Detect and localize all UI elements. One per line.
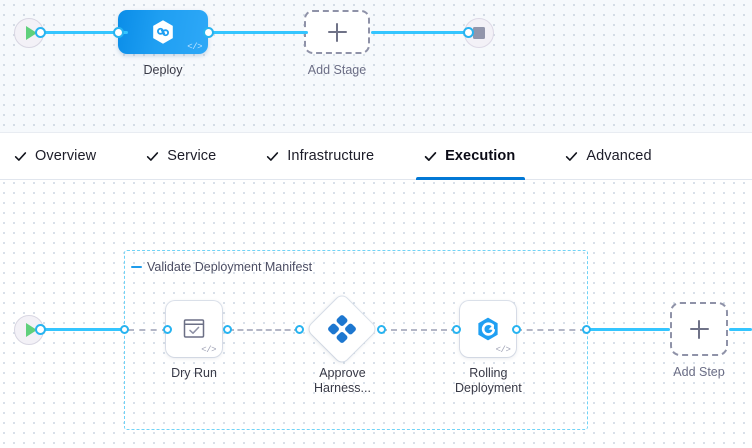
group-entry-port[interactable] bbox=[120, 325, 129, 334]
check-icon bbox=[424, 150, 437, 163]
rolling-deployment-code-badge[interactable]: </> bbox=[495, 345, 511, 355]
step-node-dry-run[interactable]: </> Dry Run bbox=[166, 301, 222, 381]
tab-overview-label: Overview bbox=[35, 148, 97, 164]
link-addstep-outgoing bbox=[729, 328, 752, 331]
approve-harness-label: Approve Harness... bbox=[314, 366, 371, 395]
link-group-to-addstep bbox=[588, 328, 670, 331]
stage-graph-canvas[interactable]: </> Deploy Add Stage bbox=[0, 0, 752, 132]
harness-approval-diamond-icon bbox=[328, 315, 357, 343]
play-icon bbox=[25, 323, 37, 337]
stage-node-deploy[interactable]: </> Deploy bbox=[118, 10, 208, 78]
pipeline-start-node[interactable] bbox=[14, 18, 44, 48]
link-approve-to-rolling bbox=[381, 329, 457, 331]
add-step-box[interactable] bbox=[670, 302, 728, 356]
step-group-header[interactable]: Validate Deployment Manifest bbox=[131, 260, 312, 274]
add-step-label: Add Step bbox=[673, 365, 725, 379]
collapse-dash-icon[interactable] bbox=[131, 265, 142, 269]
tab-overview[interactable]: Overview bbox=[14, 133, 118, 179]
rolling-deployment-label: Rolling Deployment bbox=[455, 366, 522, 395]
rolling-output-port[interactable] bbox=[512, 325, 521, 334]
link-start-to-group bbox=[36, 328, 125, 331]
start-output-port[interactable] bbox=[35, 27, 46, 38]
check-icon bbox=[146, 150, 159, 163]
add-stage-node[interactable]: Add Stage bbox=[304, 10, 370, 78]
add-step-node[interactable]: Add Step bbox=[670, 302, 728, 380]
deploy-input-port[interactable] bbox=[113, 27, 124, 38]
plus-icon bbox=[689, 319, 709, 339]
link-deploy-to-addstage bbox=[212, 31, 308, 34]
execution-start-output-port[interactable] bbox=[35, 324, 46, 335]
rolling-input-port[interactable] bbox=[452, 325, 461, 334]
dry-run-code-badge[interactable]: </> bbox=[201, 345, 216, 355]
rolling-hexagon-icon bbox=[478, 317, 498, 341]
tab-service-label: Service bbox=[167, 148, 217, 164]
check-icon bbox=[565, 150, 578, 163]
link-addstage-to-end bbox=[371, 31, 469, 34]
dryrun-input-port[interactable] bbox=[163, 325, 172, 334]
dry-run-label: Dry Run bbox=[171, 366, 217, 380]
tab-service[interactable]: Service bbox=[146, 133, 238, 179]
link-rolling-to-group-exit bbox=[516, 329, 586, 331]
link-group-entry-to-dryrun bbox=[128, 329, 168, 331]
tab-execution-label: Execution bbox=[445, 148, 516, 164]
link-start-to-deploy bbox=[36, 31, 128, 34]
execution-graph-canvas[interactable]: Validate Deployment Manifest bbox=[0, 180, 752, 448]
group-exit-port[interactable] bbox=[582, 325, 591, 334]
step-group-title: Validate Deployment Manifest bbox=[147, 260, 313, 274]
checklist-window-icon bbox=[183, 319, 205, 338]
tab-infrastructure-label: Infrastructure bbox=[287, 148, 375, 164]
deploy-code-badge[interactable]: </> bbox=[187, 42, 202, 52]
check-icon bbox=[14, 150, 27, 163]
dry-run-card[interactable]: </> bbox=[166, 301, 222, 357]
tab-advanced[interactable]: Advanced bbox=[565, 133, 673, 179]
add-stage-label: Add Stage bbox=[307, 63, 367, 77]
plus-icon bbox=[327, 22, 347, 42]
add-stage-box[interactable] bbox=[304, 10, 370, 54]
end-input-port[interactable] bbox=[463, 27, 474, 38]
step-group-validate-deployment-manifest[interactable] bbox=[124, 250, 588, 430]
step-node-approve-harness[interactable]: Approve Harness... bbox=[307, 293, 378, 396]
tab-advanced-label: Advanced bbox=[586, 148, 652, 164]
rolling-deployment-card[interactable]: </> bbox=[460, 301, 517, 357]
tab-execution[interactable]: Execution bbox=[416, 133, 537, 180]
stop-icon bbox=[473, 27, 485, 39]
deploy-output-port[interactable] bbox=[203, 27, 214, 38]
approve-output-port[interactable] bbox=[377, 325, 386, 334]
play-icon bbox=[25, 26, 37, 40]
link-dryrun-to-approve bbox=[228, 329, 300, 331]
deploy-node-box[interactable]: </> bbox=[118, 10, 208, 54]
harness-hexagon-icon bbox=[153, 20, 173, 44]
stage-config-tabs[interactable]: Overview Service Infrastructure Executio… bbox=[0, 132, 752, 180]
deploy-node-label: Deploy bbox=[143, 63, 183, 77]
check-icon bbox=[266, 150, 279, 163]
dryrun-output-port[interactable] bbox=[223, 325, 232, 334]
tab-infrastructure[interactable]: Infrastructure bbox=[266, 133, 396, 179]
approve-input-port[interactable] bbox=[295, 325, 304, 334]
step-node-rolling-deployment[interactable]: </> Rolling Deployment bbox=[455, 301, 522, 396]
approve-harness-card[interactable] bbox=[307, 293, 378, 365]
